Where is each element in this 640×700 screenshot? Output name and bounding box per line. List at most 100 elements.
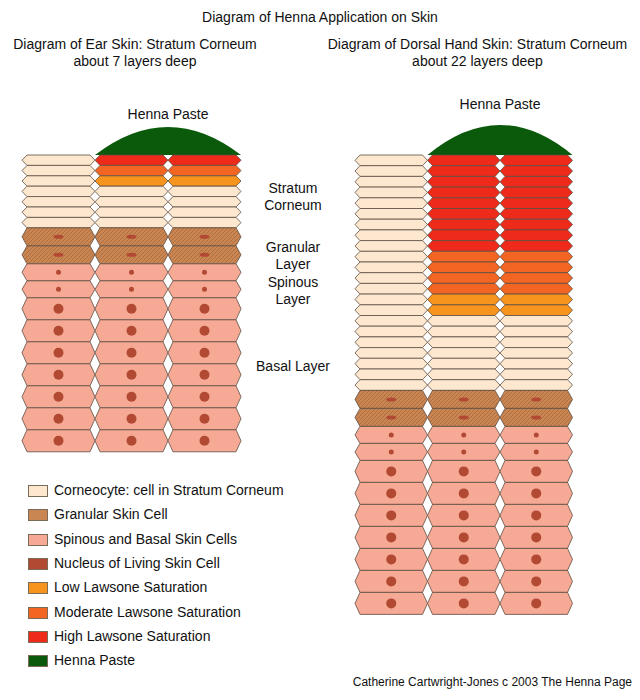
nucleus <box>56 270 61 275</box>
spinous-cell <box>500 443 573 460</box>
granular-cell <box>95 228 168 246</box>
basal-cell <box>22 364 95 386</box>
corneocyte <box>428 209 501 220</box>
corneocyte <box>168 155 241 165</box>
basal-cell <box>22 320 95 342</box>
granular-cell <box>22 246 95 264</box>
corneocyte <box>22 186 95 196</box>
corneocyte <box>168 176 241 186</box>
legend-text: Henna Paste <box>54 652 354 669</box>
corneocyte <box>22 217 95 227</box>
basal-cell <box>355 482 428 504</box>
spinous-cell <box>22 264 95 281</box>
legend-text: Granular Skin Cell <box>54 506 354 523</box>
corneocyte <box>95 186 168 196</box>
legend-swatch <box>28 607 48 619</box>
nucleus <box>200 370 210 380</box>
nucleus <box>531 554 541 564</box>
granular-cell <box>428 390 501 408</box>
corneocyte <box>500 369 573 380</box>
nucleus <box>54 326 64 336</box>
corneocyte <box>500 326 573 337</box>
nucleus <box>531 488 541 498</box>
spinous-cell <box>22 281 95 298</box>
corneocyte <box>428 337 501 348</box>
corneocyte <box>355 219 428 230</box>
nucleus <box>386 532 396 542</box>
legend-swatch <box>28 655 48 667</box>
nucleus <box>389 432 394 437</box>
corneocyte <box>500 176 573 187</box>
paste-label: Henna Paste <box>118 106 218 123</box>
corneocyte <box>95 207 168 217</box>
legend-swatch <box>28 582 48 594</box>
nucleus <box>127 304 137 314</box>
nucleus <box>461 432 466 437</box>
basal-cell <box>355 504 428 526</box>
corneocyte <box>355 262 428 273</box>
corneocyte <box>22 155 95 165</box>
corneocyte <box>428 176 501 187</box>
corneocyte <box>428 198 501 209</box>
nucleus <box>459 576 469 586</box>
basal-cell <box>355 526 428 548</box>
corneocyte <box>355 230 428 241</box>
legend-text: Moderate Lawsone Saturation <box>54 604 354 621</box>
paste-label: Henna Paste <box>450 96 550 113</box>
corneocyte <box>500 219 573 230</box>
legend-text: High Lawsone Saturation <box>54 628 354 645</box>
nucleus <box>459 488 469 498</box>
henna-paste <box>95 127 241 155</box>
basal-cell <box>355 548 428 570</box>
corneocyte <box>500 262 573 273</box>
nucleus <box>389 449 394 454</box>
basal-cell <box>428 504 501 526</box>
nucleus <box>54 392 64 402</box>
corneocyte <box>428 316 501 327</box>
subtitle: Diagram of Ear Skin: Stratum Corneum abo… <box>10 36 260 70</box>
nucleus <box>386 554 396 564</box>
corneocyte <box>500 316 573 327</box>
corneocyte <box>355 283 428 294</box>
layer-label: Stratum Corneum <box>250 180 336 214</box>
basal-cell <box>355 592 428 614</box>
nucleus <box>200 253 210 257</box>
nucleus <box>127 370 137 380</box>
corneocyte <box>428 230 501 241</box>
corneocyte <box>428 305 501 316</box>
basal-cell <box>95 408 168 430</box>
legend-text: Spinous and Basal Skin Cells <box>54 531 354 548</box>
corneocyte <box>95 165 168 175</box>
corneocyte <box>95 155 168 165</box>
corneocyte <box>355 348 428 359</box>
nucleus <box>386 510 396 520</box>
spinous-cell <box>168 281 241 298</box>
corneocyte <box>500 380 573 391</box>
legend-text: Corneocyte: cell in Stratum Corneum <box>54 482 354 499</box>
corneocyte <box>355 166 428 177</box>
nucleus <box>54 304 64 314</box>
nucleus <box>200 304 210 314</box>
nucleus <box>459 598 469 608</box>
basal-cell <box>168 408 241 430</box>
nucleus <box>127 235 137 239</box>
basal-cell <box>95 430 168 452</box>
corneocyte <box>22 197 95 207</box>
legend-swatch <box>28 485 48 497</box>
corneocyte <box>22 176 95 186</box>
corneocyte <box>500 251 573 262</box>
nucleus <box>127 348 137 358</box>
nucleus <box>202 287 207 292</box>
corneocyte <box>355 187 428 198</box>
nucleus <box>531 598 541 608</box>
corneocyte <box>428 348 501 359</box>
corneocyte <box>500 241 573 252</box>
basal-cell <box>95 298 168 320</box>
spinous-cell <box>95 264 168 281</box>
nucleus <box>531 397 541 401</box>
basal-cell <box>95 320 168 342</box>
granular-cell <box>355 408 428 426</box>
corneocyte <box>428 326 501 337</box>
nucleus <box>202 270 207 275</box>
corneocyte <box>355 209 428 220</box>
